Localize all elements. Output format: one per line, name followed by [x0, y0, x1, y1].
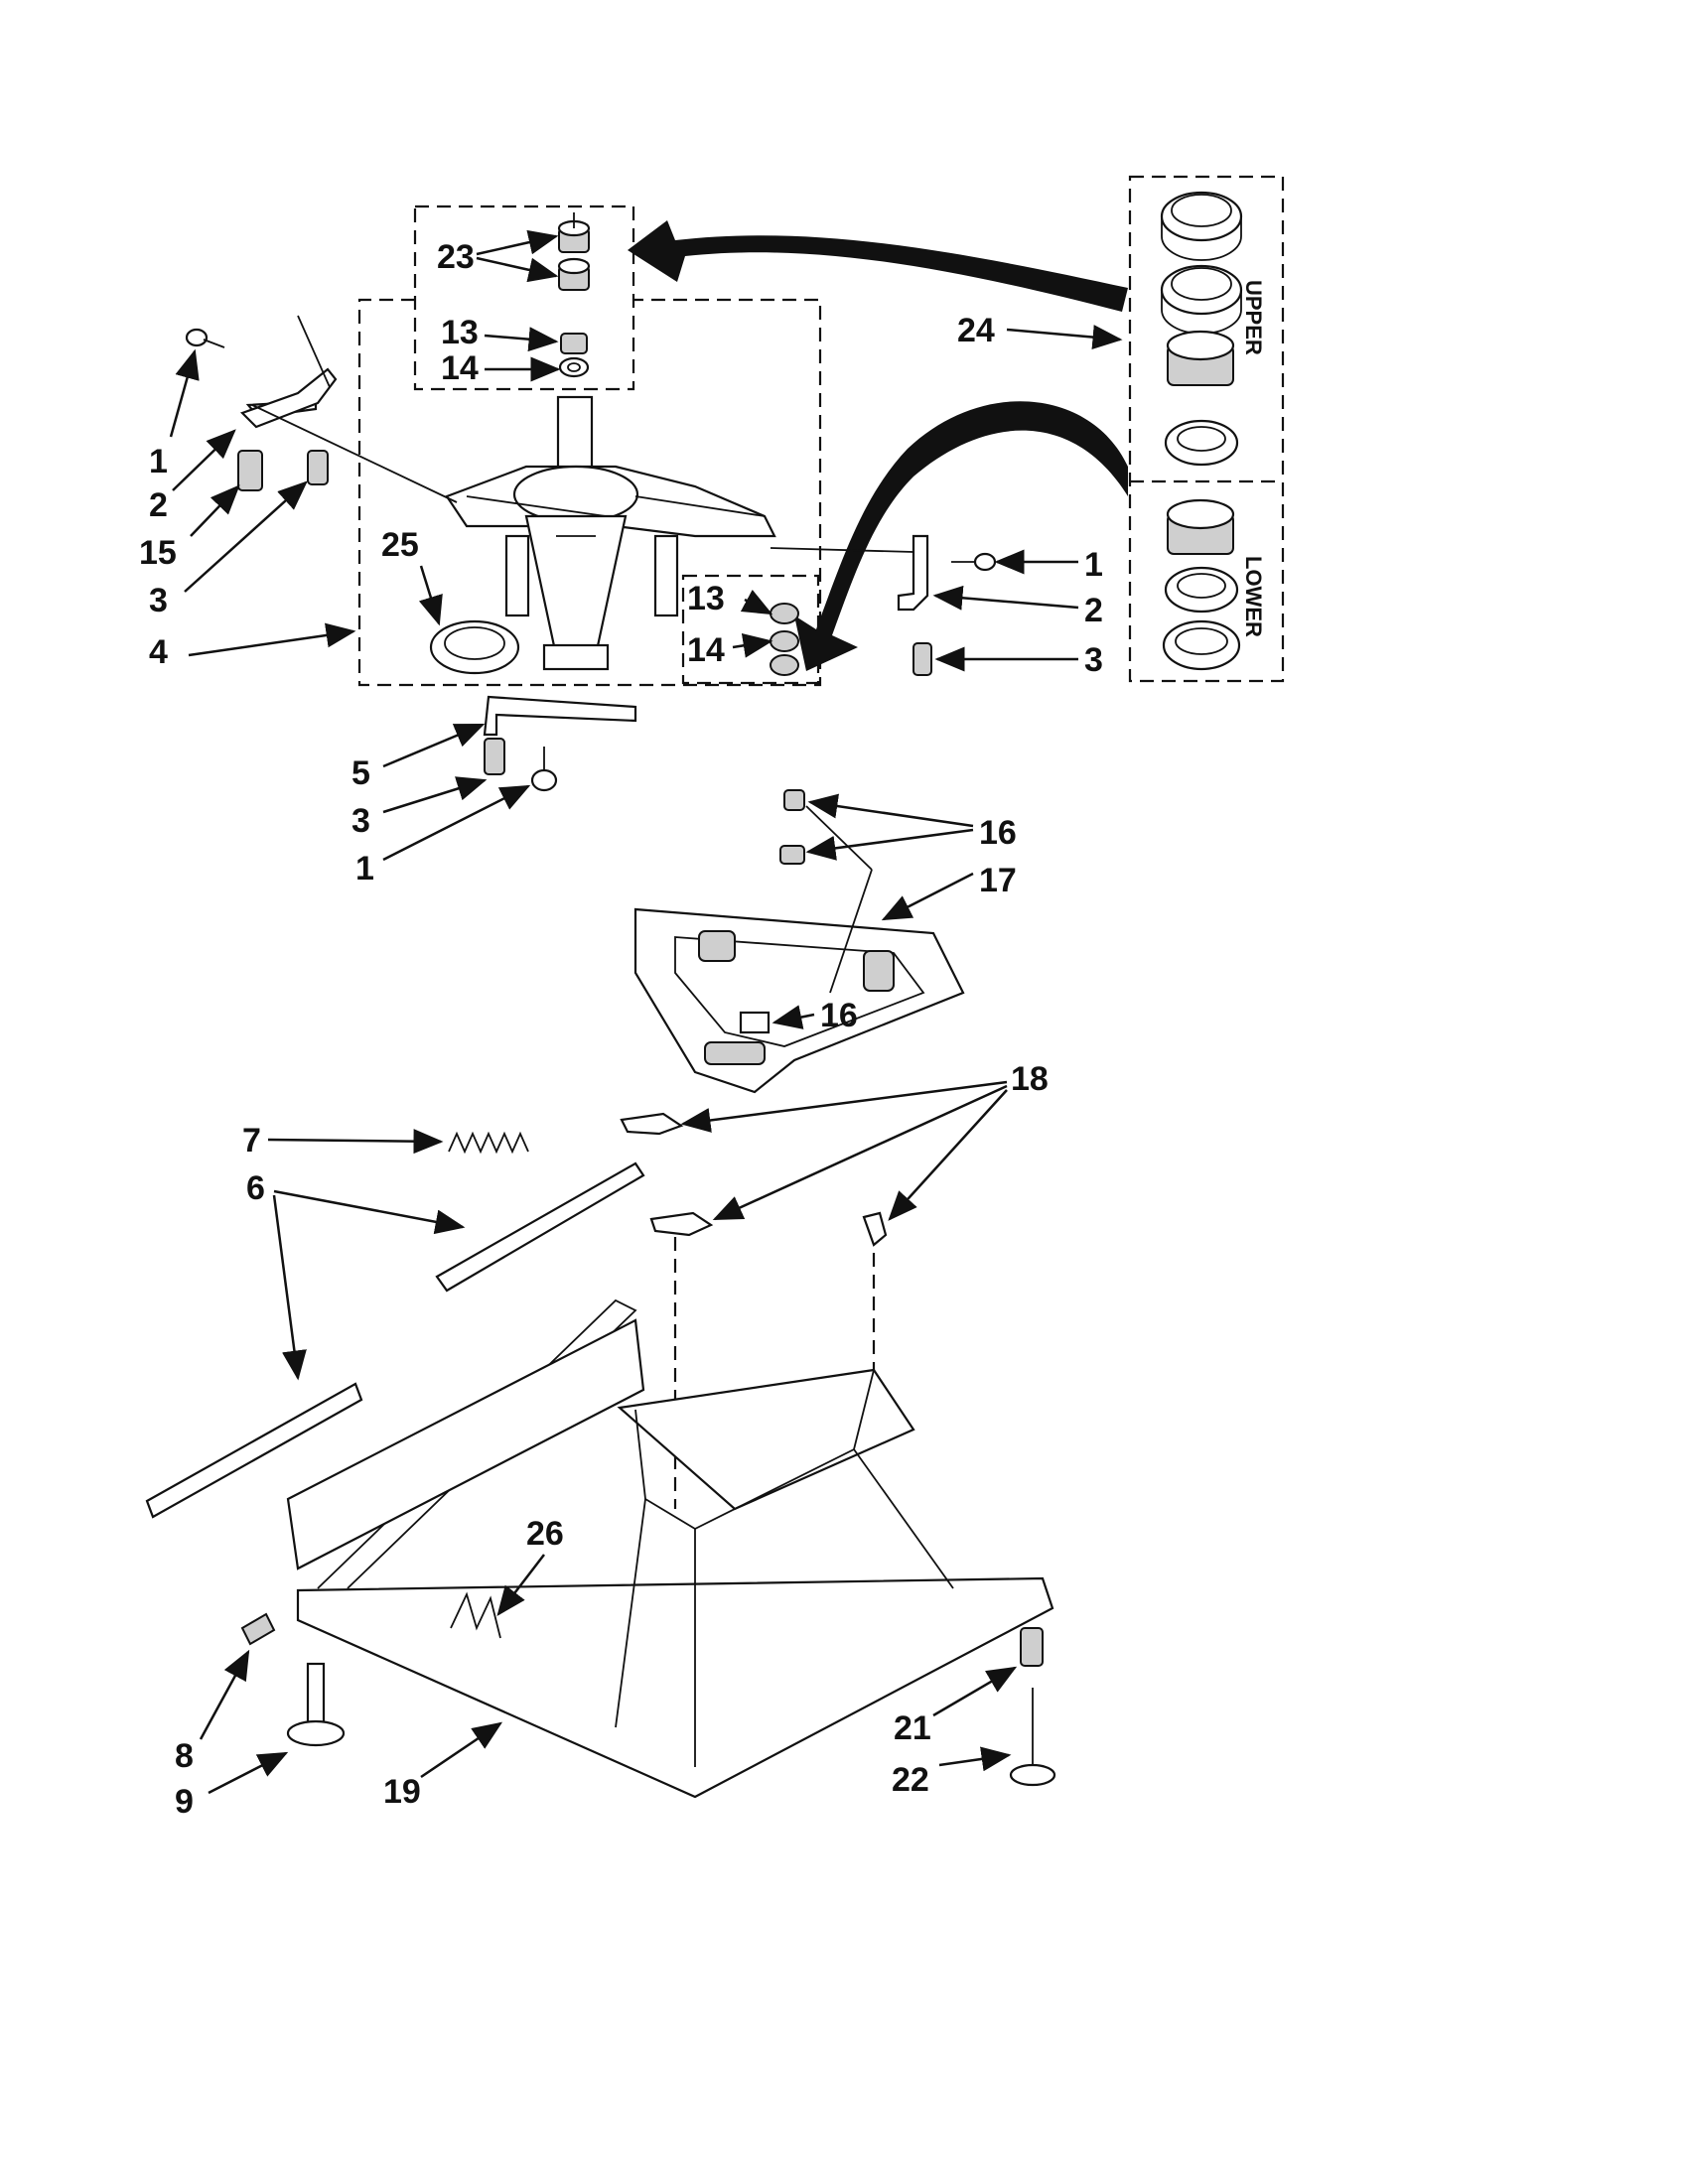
seal-ring-25 — [429, 619, 520, 675]
strap-6-upper — [435, 1161, 645, 1293]
lower-seal-kit — [1162, 498, 1241, 671]
callout-17: 17 — [979, 862, 1017, 899]
callout-16-mid: 16 — [820, 997, 858, 1034]
callout-6: 6 — [246, 1169, 265, 1207]
lower-kit-arrow — [794, 401, 1128, 671]
callout-25: 25 — [381, 526, 419, 564]
callout-18: 18 — [1011, 1060, 1049, 1098]
callout-3-left: 3 — [149, 582, 168, 619]
tub-support-17 — [633, 907, 965, 1094]
foot-8-9 — [240, 1612, 346, 1747]
callout-8: 8 — [175, 1737, 194, 1775]
callout-2-left: 2 — [149, 486, 168, 524]
callout-9: 9 — [175, 1783, 194, 1821]
kit-panel — [1128, 175, 1285, 683]
callout-14-right: 14 — [687, 631, 725, 669]
upper-label: UPPER — [1241, 280, 1266, 355]
callout-1-lower: 1 — [355, 850, 374, 887]
callout-5: 5 — [351, 754, 370, 792]
top-bushings — [557, 212, 591, 378]
clip-26 — [450, 1591, 501, 1639]
left-bracket-assembly — [185, 315, 458, 503]
kit-box-top — [413, 205, 635, 391]
callout-19: 19 — [383, 1773, 421, 1811]
glides-18 — [620, 1112, 888, 1509]
callout-7: 7 — [242, 1122, 261, 1160]
kit-box-transmission — [357, 298, 822, 687]
pads-16 — [739, 789, 873, 1034]
spring-7 — [448, 1131, 529, 1155]
foot-21-22 — [1009, 1627, 1056, 1787]
callout-1-left: 1 — [149, 443, 168, 480]
callout-21: 21 — [894, 1709, 931, 1747]
suspension-assembly — [445, 395, 776, 671]
callout-4: 4 — [149, 633, 168, 671]
callout-22: 22 — [892, 1761, 929, 1799]
callout-16-top: 16 — [979, 814, 1017, 852]
callout-3-right: 3 — [1084, 641, 1103, 679]
strap-6-lower — [145, 1382, 363, 1519]
callout-2-right: 2 — [1084, 592, 1103, 629]
callout-1-right: 1 — [1084, 546, 1103, 584]
lower-label: LOWER — [1241, 556, 1266, 637]
base-frame-19 — [286, 1298, 1054, 1799]
upper-seal-kit — [1160, 191, 1243, 467]
callout-23: 23 — [437, 238, 475, 276]
right-bracket-assembly — [770, 534, 997, 676]
callout-13-top: 13 — [441, 314, 479, 351]
right-bushings — [770, 603, 799, 676]
callout-15: 15 — [139, 534, 177, 572]
callout-3-lower: 3 — [351, 802, 370, 840]
callout-14-top: 14 — [441, 349, 479, 387]
upper-kit-arrow — [628, 220, 1128, 312]
callout-24: 24 — [957, 312, 995, 349]
callout-13-right: 13 — [687, 580, 725, 617]
leader-lines — [169, 229, 1123, 1795]
callout-26: 26 — [526, 1515, 564, 1553]
lower-bracket-assembly — [483, 695, 637, 792]
